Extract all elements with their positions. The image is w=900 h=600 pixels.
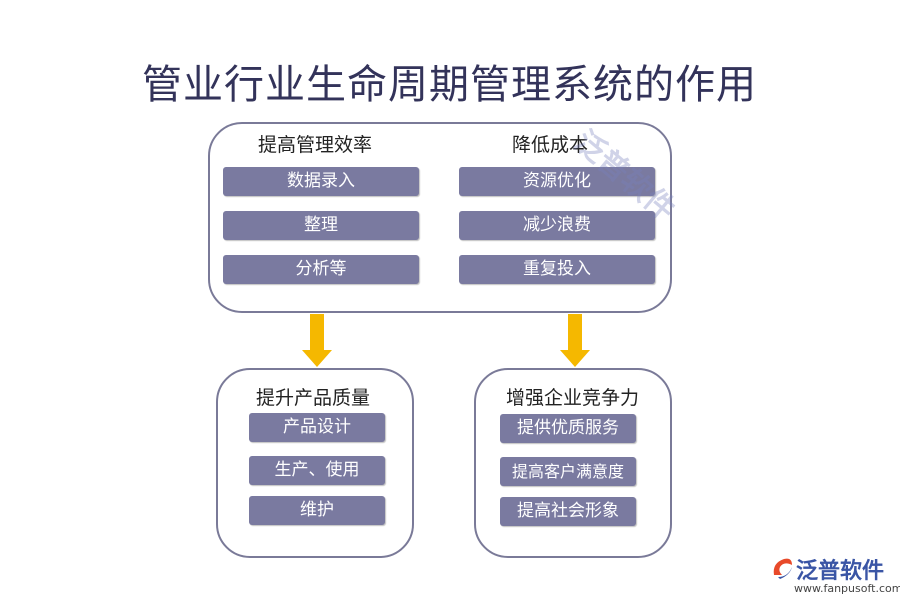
pill-product-design: 产品设计 [249, 413, 385, 442]
pill-resource-optimization: 资源优化 [459, 167, 655, 196]
pill-reduce-waste: 减少浪费 [459, 211, 655, 240]
brand-logo: 泛普软件 www.fanpusoft.com [770, 553, 900, 598]
pill-social-image: 提高社会形象 [500, 497, 636, 526]
pill-organize: 整理 [223, 211, 419, 240]
heading-competitiveness: 增强企业竞争力 [506, 387, 640, 409]
logo-name: 泛普软件 [796, 559, 885, 584]
arrow-down-left [302, 314, 332, 367]
pill-repeat-input: 重复投入 [459, 255, 655, 284]
page-title: 管业行业生命周期管理系统的作用 [142, 62, 757, 108]
logo-url: www.fanpusoft.com [794, 582, 900, 595]
heading-cost: 降低成本 [512, 134, 589, 156]
pill-data-entry: 数据录入 [223, 167, 419, 196]
pill-customer-satisfaction: 提高客户满意度 [500, 457, 636, 486]
pill-production-use: 生产、使用 [249, 456, 385, 485]
arrow-down-right [560, 314, 590, 367]
heading-quality: 提升产品质量 [256, 387, 371, 409]
pill-quality-service: 提供优质服务 [500, 414, 636, 443]
pill-analyze: 分析等 [223, 255, 419, 284]
heading-efficiency: 提高管理效率 [258, 134, 373, 156]
pill-maintenance: 维护 [249, 496, 385, 525]
logo-icon [773, 558, 792, 579]
